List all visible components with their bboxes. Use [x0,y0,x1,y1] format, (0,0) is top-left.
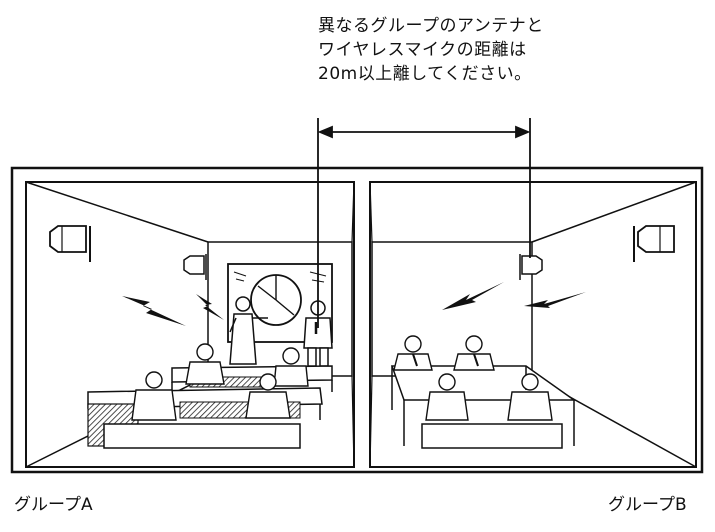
presenter-figure [229,296,268,365]
antenna-icon [49,225,91,262]
distance-note-line-2: ワイヤレスマイクの距離は [318,40,527,60]
distance-note: 異なるグループのアンテナと ワイヤレスマイクの距離は 20m以上離してください。 [318,14,544,86]
audience-figure [507,373,553,421]
audience-figure [273,347,309,387]
audience-figure [245,373,291,419]
wireless-signal-icon [196,294,224,320]
antenna-icon [183,254,207,280]
distance-note-line-3: 20m以上離してください。 [318,64,532,84]
audience-figure [453,335,495,371]
audience-figure [393,335,433,371]
room-b-label: グループB [608,495,687,515]
distance-indicator [317,118,531,328]
room-a [25,181,355,468]
room-a-label: グループA [14,495,93,515]
building-outline [10,166,704,474]
wireless-signal-icon [442,282,504,310]
wireless-signal-icon [524,292,586,308]
bench [103,423,301,449]
audience-figure [425,373,469,421]
bench [421,423,563,449]
antenna-icon [519,254,543,280]
clock-chart-icon [233,271,327,326]
room-b [369,181,697,468]
audience-figure [131,371,177,421]
distance-note-line-1: 異なるグループのアンテナと [318,16,544,36]
antenna-icon [633,225,675,262]
audience-figure [185,343,225,385]
